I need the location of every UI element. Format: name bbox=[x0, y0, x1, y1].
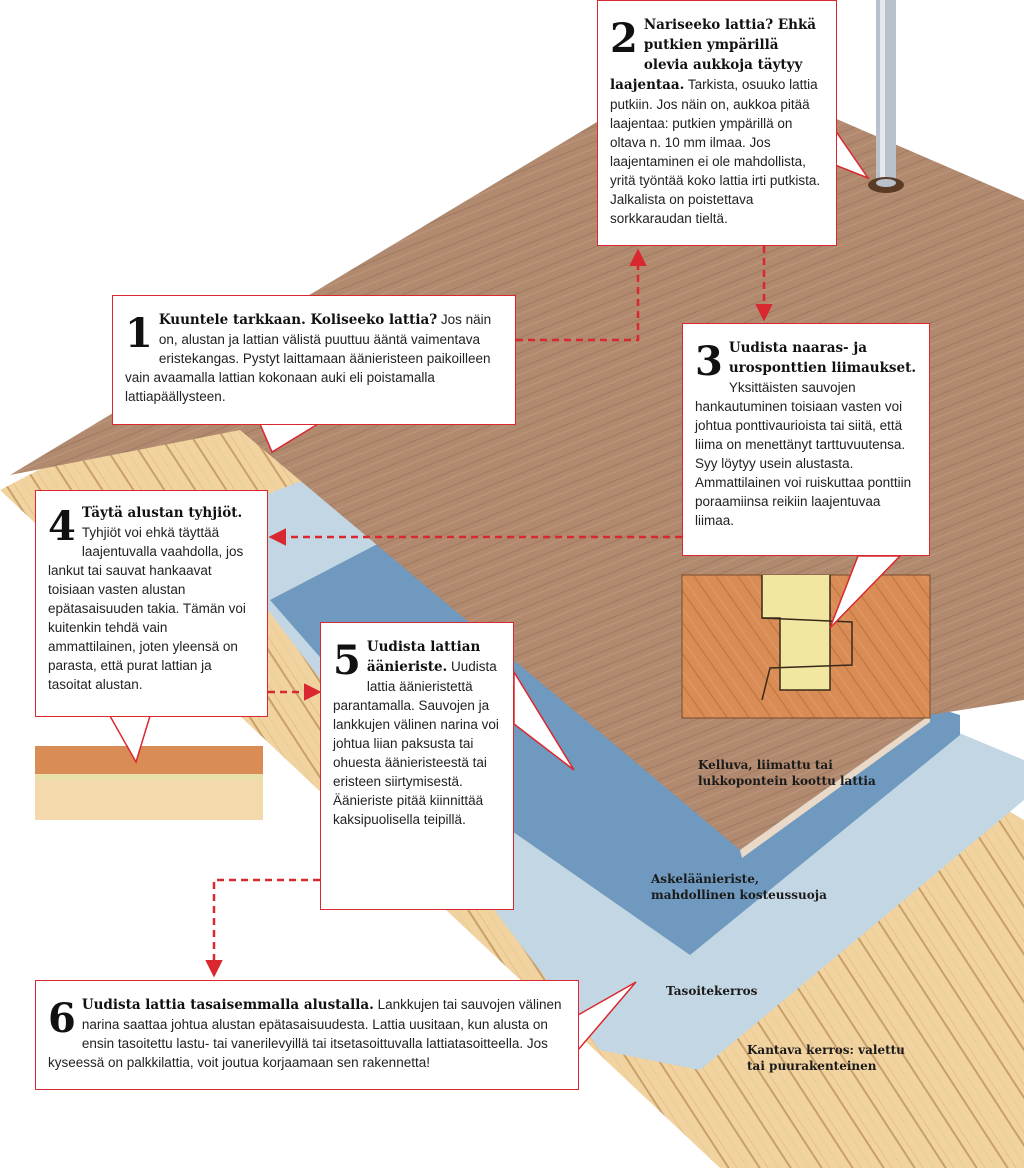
label-floating-floor: Kelluva, liimattu tai lukkopontein koott… bbox=[698, 758, 876, 788]
callout-1-body: Jos näin on, alustan ja lattian välistä … bbox=[125, 312, 492, 404]
label-underlay: Askeläänieriste, mahdollinen kosteussuoj… bbox=[651, 872, 827, 902]
callout-1-number: 1 bbox=[125, 310, 153, 357]
callout-2-body: Tarkista, osuuko lattia putkiin. Jos näi… bbox=[610, 77, 821, 226]
callout-6-heading: Uudista lattia tasaisemmalla alustalla. bbox=[81, 997, 374, 1013]
arrow-5-to-6 bbox=[205, 878, 320, 978]
callout-3: 3 Uudista naaras- ja urosponttien liimau… bbox=[682, 323, 930, 556]
callout-1-heading: Kuuntele tarkkaan. Koliseeko lattia? bbox=[158, 312, 438, 328]
section-strip-icon bbox=[35, 746, 263, 820]
callout-6-number: 6 bbox=[48, 995, 76, 1042]
callout-5-pointer bbox=[513, 669, 575, 771]
callout-3-body: Yksittäisten sauvojen hankautuminen tois… bbox=[695, 380, 912, 528]
floating-floor-edge bbox=[740, 715, 930, 858]
arrow-1-to-2 bbox=[516, 248, 647, 342]
callout-5-heading: Uudista lattian äänieriste. bbox=[366, 639, 481, 675]
callout-4-number: 4 bbox=[48, 503, 76, 550]
callout-4: 4 Täytä alustan tyhjiöt. Tyhjiöt voi ehk… bbox=[35, 490, 268, 717]
callout-3-pointer bbox=[829, 555, 902, 629]
label-subfloor: Kantava kerros: valettu tai puurakentein… bbox=[747, 1043, 905, 1073]
callout-5-number: 5 bbox=[333, 637, 361, 684]
callout-2: 2 Nariseeko lattia? Ehkä putkien ympäril… bbox=[597, 0, 837, 246]
pipe-icon bbox=[876, 0, 896, 185]
callout-5: 5 Uudista lattian äänieriste. Uudista la… bbox=[320, 622, 514, 910]
callout-1: 1 Kuuntele tarkkaan. Koliseeko lattia? J… bbox=[112, 295, 516, 425]
label-leveling: Tasoitekerros bbox=[666, 984, 758, 998]
callout-2-heading: Nariseeko lattia? Ehkä putkien ympärillä… bbox=[610, 17, 817, 93]
callout-4-heading: Täytä alustan tyhjiöt. bbox=[81, 505, 243, 521]
tongue-groove-detail-icon bbox=[681, 574, 931, 719]
callout-5-body: Uudista lattia äänieristettä parantamall… bbox=[333, 659, 499, 827]
callout-2-number: 2 bbox=[610, 15, 638, 62]
callout-6-body: Lankkujen tai sauvojen välinen narina sa… bbox=[48, 997, 562, 1070]
callout-6: 6 Uudista lattia tasaisemmalla alustalla… bbox=[35, 980, 579, 1090]
callout-3-number: 3 bbox=[695, 338, 723, 385]
callout-4-body: Tyhjiöt voi ehkä täyttää laajentuvalla v… bbox=[48, 525, 246, 692]
callout-3-heading: Uudista naaras- ja urosponttien liimauks… bbox=[728, 340, 917, 376]
